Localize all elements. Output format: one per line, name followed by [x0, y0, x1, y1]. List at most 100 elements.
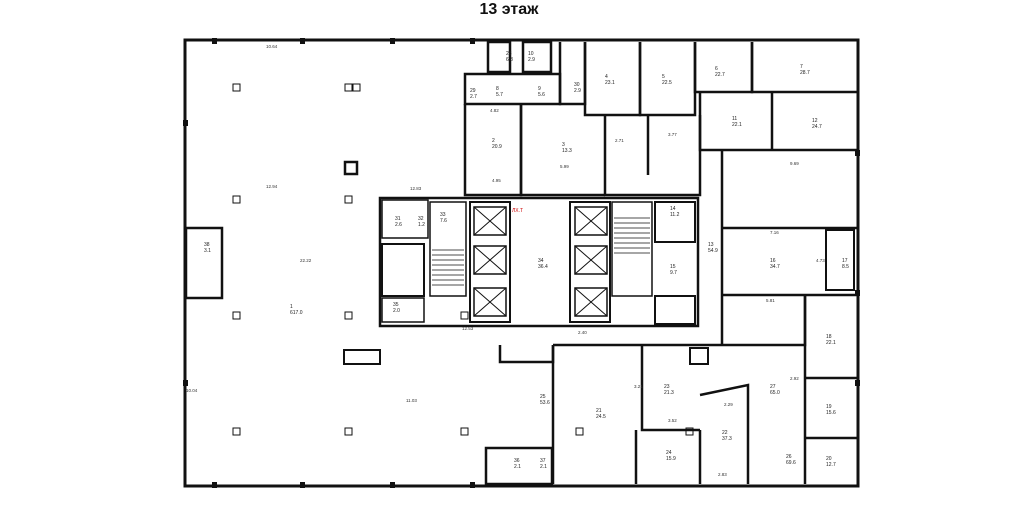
room-number: 38: [204, 242, 210, 248]
room-area: 15.6: [826, 410, 836, 416]
room-area: 13.3: [562, 148, 572, 154]
room-number: 11: [732, 116, 737, 122]
room-number: 13: [708, 242, 714, 248]
room-area: 9.7: [670, 270, 677, 276]
dimension-label: 4.82: [490, 108, 499, 113]
room-area: 22.7: [715, 72, 725, 78]
room-number: 33: [440, 212, 446, 218]
room-area: 6.8: [506, 57, 513, 63]
room-number: 19: [826, 404, 832, 410]
room-number: 16: [770, 258, 776, 264]
dimension-label: 7.16: [770, 230, 779, 235]
room-number: 2: [492, 138, 495, 144]
room-number: 12: [812, 118, 818, 124]
room-area: 2.6: [395, 222, 402, 228]
room-area: 2.1: [540, 464, 547, 470]
room-area: 7.6: [440, 218, 447, 224]
dimension-label: 22.22: [300, 258, 312, 263]
dimension-label: 9.69: [790, 161, 799, 166]
room-number: 18: [826, 334, 832, 340]
room-number: 23: [664, 384, 670, 390]
core-hall-label: ЛХ.Т: [512, 208, 523, 214]
dimension-labels: 10.0412.9422.2211.0312.5310.6412.839.697…: [186, 44, 825, 477]
dimension-label: 2.71: [615, 138, 624, 143]
upper-rooms: [463, 40, 857, 345]
room-area: 1.2: [418, 222, 425, 228]
room-area: 3.1: [204, 248, 211, 254]
dimension-label: 12.83: [410, 186, 422, 191]
room-area: 2.0: [393, 308, 400, 314]
room-number: 10: [528, 51, 534, 57]
room-area: 5.7: [496, 92, 503, 98]
room-number: 4: [605, 74, 608, 80]
perimeter-columns: [183, 38, 860, 488]
room-area: 11.2: [670, 212, 680, 218]
page-title: 13 этаж: [479, 1, 539, 18]
room-number: 37: [540, 458, 546, 464]
room-area: 34.7: [770, 264, 780, 270]
room-number: 27: [770, 384, 776, 390]
room-area: 37.3: [722, 436, 732, 442]
room-number: 7: [800, 64, 803, 70]
lower-rooms: [484, 295, 857, 486]
room-area: 22.5: [662, 80, 672, 86]
room-number: 3: [562, 142, 565, 148]
room-number: 1: [290, 304, 293, 310]
room-number: 14: [670, 206, 676, 212]
stair-treads: [432, 217, 650, 286]
room-area: 36.4: [538, 264, 548, 270]
dimension-label: 12.94: [266, 184, 278, 189]
dimension-label: 2.83: [718, 472, 727, 477]
dimension-label: 3.21: [634, 384, 643, 389]
room-area: 617.0: [290, 310, 303, 316]
room-area: 8.5: [842, 264, 849, 270]
room-area: 2.9: [528, 57, 535, 63]
room-number: 21: [596, 408, 602, 414]
room-area: 54.9: [708, 248, 718, 254]
room-number: 31: [395, 216, 401, 222]
room-number: 26: [786, 454, 792, 460]
room-number: 34: [538, 258, 544, 264]
room-area: 24.7: [812, 124, 822, 130]
room-area: 21.3: [664, 390, 674, 396]
room-area: 5.6: [538, 92, 545, 98]
room-area: 53.6: [540, 400, 550, 406]
room-number: 15: [670, 264, 676, 270]
room-number: 5: [662, 74, 665, 80]
dimension-label: 3.52: [668, 418, 677, 423]
room-area: 22.1: [826, 340, 836, 346]
room-number: 32: [418, 216, 424, 222]
room-number: 9: [538, 86, 541, 92]
room-area: 22.1: [732, 122, 742, 128]
room-number: 20: [826, 456, 832, 462]
dimension-label: 5.81: [766, 298, 775, 303]
dimension-label: 4.73: [816, 258, 825, 263]
dimension-label: 2.29: [724, 402, 733, 407]
dimension-label: 5.99: [560, 164, 569, 169]
dimension-label: 10.04: [186, 388, 198, 393]
room-area: 12.7: [826, 462, 836, 468]
room-number: 8: [496, 86, 499, 92]
room-number: 30: [574, 82, 580, 88]
dimension-label: 12.53: [462, 326, 474, 331]
room-area: 2.1: [514, 464, 521, 470]
outer-walls: [183, 38, 860, 488]
room-area: 65.0: [770, 390, 780, 396]
room-area: 20.9: [492, 144, 502, 150]
dimension-label: 3.77: [668, 132, 677, 137]
dimension-label: 11.03: [406, 398, 417, 403]
dimension-label: 10.64: [266, 44, 278, 49]
dimension-label: 2.92: [790, 376, 799, 381]
elevator-shafts: [473, 206, 608, 317]
room-number: 17: [842, 258, 848, 264]
room-area: 28.7: [800, 70, 810, 76]
room-area: 69.6: [786, 460, 796, 466]
room-number: 35: [393, 302, 399, 308]
hall-label: ЛХ.Т: [512, 208, 523, 214]
room-number: 6: [715, 66, 718, 72]
room-number: 25: [540, 394, 546, 400]
interior-columns: [232, 83, 694, 436]
room-number: 29: [470, 88, 476, 94]
